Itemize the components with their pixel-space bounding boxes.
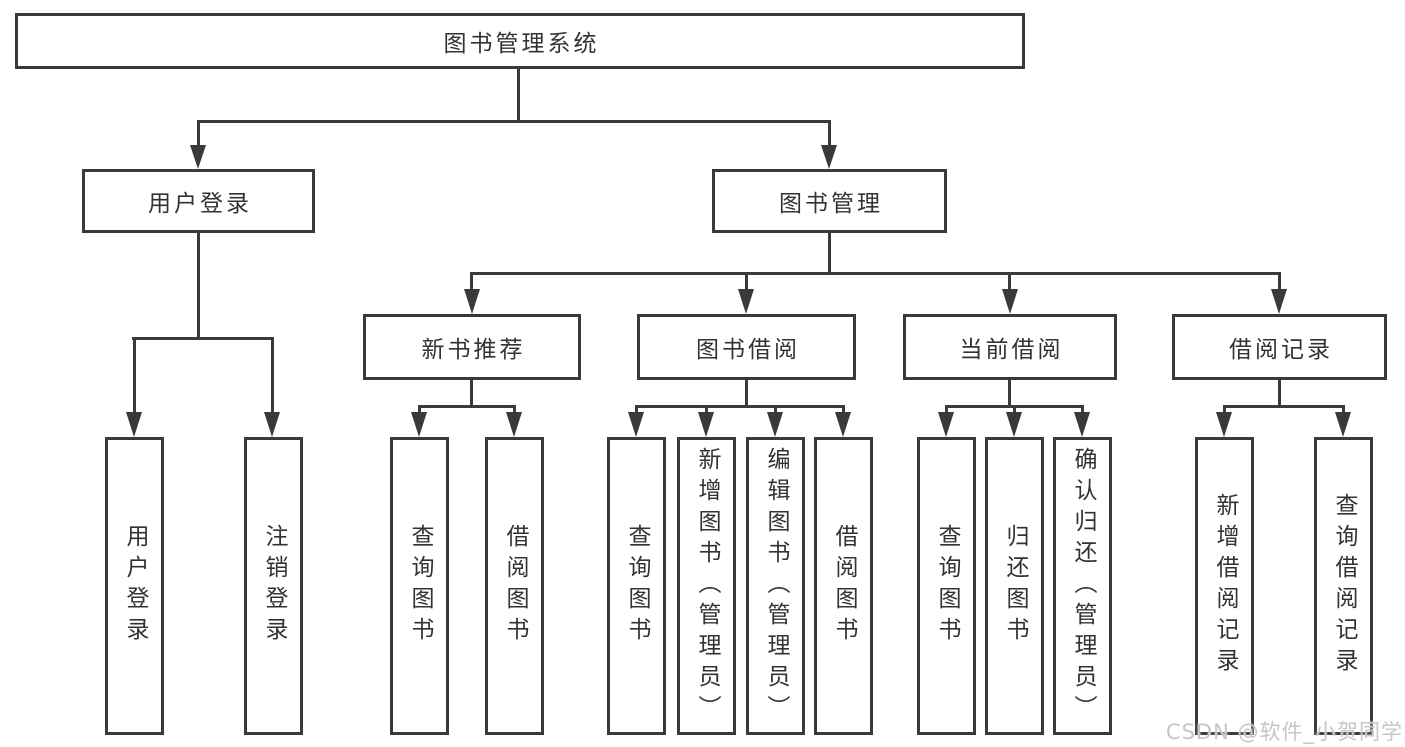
arrow-down-icon: [1002, 289, 1018, 314]
connector-stem-user-login: [133, 337, 136, 413]
node-root: 图书管理系统: [15, 13, 1025, 69]
connector-stem-book-borrow: [745, 272, 748, 290]
node-book-borrow: 图书借阅: [637, 314, 856, 380]
node-current-borrow-label: 当前借阅: [959, 337, 1064, 363]
connector-stem-book-mgmt: [828, 120, 831, 146]
connector-stem-nb-query: [418, 405, 421, 413]
connector-user-group-stem: [197, 233, 200, 338]
node-logout-label: 注销登录: [261, 524, 287, 648]
connector-book-mgmt-branch: [471, 272, 1281, 275]
node-borrow-records-label: 借阅记录: [1229, 337, 1333, 363]
node-user-login-group-label: 用户登录: [148, 191, 252, 217]
node-nb-query-books: 查询图书: [390, 437, 449, 735]
arrow-down-icon: [506, 412, 522, 437]
connector-cb-stem: [1008, 380, 1011, 406]
arrow-down-icon: [1006, 412, 1022, 437]
arrow-down-icon: [628, 412, 644, 437]
arrow-down-icon: [767, 412, 783, 437]
node-user-login: 用户登录: [105, 437, 164, 735]
node-root-label: 图书管理系统: [443, 31, 600, 57]
arrow-down-icon: [411, 412, 427, 437]
connector-stem-cb-query: [945, 405, 948, 413]
arrow-down-icon: [1335, 412, 1351, 437]
connector-stem-cb-return: [1013, 405, 1016, 413]
connector-book-mgmt-stem: [828, 233, 831, 274]
node-bb-query-books: 查询图书: [607, 437, 666, 735]
connector-bb-stem: [745, 380, 748, 406]
arrow-down-icon: [738, 289, 754, 314]
node-nb-query-books-label: 查询图书: [407, 524, 433, 648]
node-book-mgmt-label: 图书管理: [779, 191, 883, 217]
arrow-down-icon: [190, 145, 206, 169]
connector-nb-stem: [470, 380, 473, 406]
node-user-login-group: 用户登录: [82, 169, 315, 233]
arrow-down-icon: [1216, 412, 1232, 437]
node-cb-confirm-return-label: 确认归还（管理员）: [1070, 446, 1096, 726]
node-cb-query-books-label: 查询图书: [934, 524, 960, 648]
node-br-query-record: 查询借阅记录: [1314, 437, 1373, 735]
connector-user-group-branch: [132, 337, 274, 340]
connector-stem-br-query: [1342, 405, 1345, 413]
connector-stem-br-add: [1223, 405, 1226, 413]
node-br-add-record-label: 新增借阅记录: [1212, 493, 1238, 679]
arrow-down-icon: [821, 145, 837, 169]
node-new-book-rec-label: 新书推荐: [421, 337, 526, 363]
node-cb-confirm-return: 确认归还（管理员）: [1053, 437, 1112, 735]
connector-br-stem: [1278, 380, 1281, 406]
node-bb-add-books: 新增图书（管理员）: [677, 437, 736, 735]
node-bb-add-books-label: 新增图书（管理员）: [694, 446, 720, 726]
node-cb-query-books: 查询图书: [917, 437, 976, 735]
connector-stem-cb-confirm: [1081, 405, 1084, 413]
connector-nb-branch: [418, 405, 516, 408]
node-cb-return-books-label: 归还图书: [1002, 524, 1028, 648]
node-user-login-label: 用户登录: [122, 524, 148, 648]
node-book-borrow-label: 图书借阅: [696, 337, 800, 363]
connector-stem-new-book-rec: [470, 272, 473, 290]
connector-bb-branch: [635, 405, 845, 408]
arrow-down-icon: [938, 412, 954, 437]
node-br-query-record-label: 查询借阅记录: [1331, 493, 1357, 679]
connector-root-stem: [517, 69, 520, 122]
arrow-down-icon: [126, 412, 142, 437]
node-borrow-records: 借阅记录: [1172, 314, 1387, 380]
connector-stem-bb-add: [705, 405, 708, 413]
node-nb-borrow-books-label: 借阅图书: [502, 524, 528, 648]
connector-stem-logout: [271, 337, 274, 413]
arrow-down-icon: [1271, 289, 1287, 314]
node-bb-borrow-books: 借阅图书: [814, 437, 873, 735]
connector-root-branch: [197, 120, 830, 123]
connector-stem-current-borrow: [1008, 272, 1011, 290]
connector-stem-borrow-records: [1278, 272, 1281, 290]
node-bb-edit-books: 编辑图书（管理员）: [746, 437, 805, 735]
connector-br-branch: [1223, 405, 1345, 408]
connector-stem-bb-edit: [774, 405, 777, 413]
node-nb-borrow-books: 借阅图书: [485, 437, 544, 735]
arrow-down-icon: [264, 412, 280, 437]
node-logout: 注销登录: [244, 437, 303, 735]
arrow-down-icon: [698, 412, 714, 437]
connector-stem-bb-borrow: [842, 405, 845, 413]
arrow-down-icon: [835, 412, 851, 437]
node-book-mgmt: 图书管理: [712, 169, 947, 233]
connector-stem-user-login-group: [197, 120, 200, 146]
node-current-borrow: 当前借阅: [903, 314, 1117, 380]
node-cb-return-books: 归还图书: [985, 437, 1044, 735]
connector-stem-bb-query: [635, 405, 638, 413]
csdn-watermark: CSDN @软件_小贺同学: [1165, 720, 1403, 744]
node-new-book-rec: 新书推荐: [363, 314, 581, 380]
node-bb-borrow-books-label: 借阅图书: [831, 524, 857, 648]
connector-stem-nb-borrow: [513, 405, 516, 413]
arrow-down-icon: [464, 289, 480, 314]
arrow-down-icon: [1074, 412, 1090, 437]
node-bb-query-books-label: 查询图书: [624, 524, 650, 648]
node-bb-edit-books-label: 编辑图书（管理员）: [763, 446, 789, 726]
node-br-add-record: 新增借阅记录: [1195, 437, 1254, 735]
